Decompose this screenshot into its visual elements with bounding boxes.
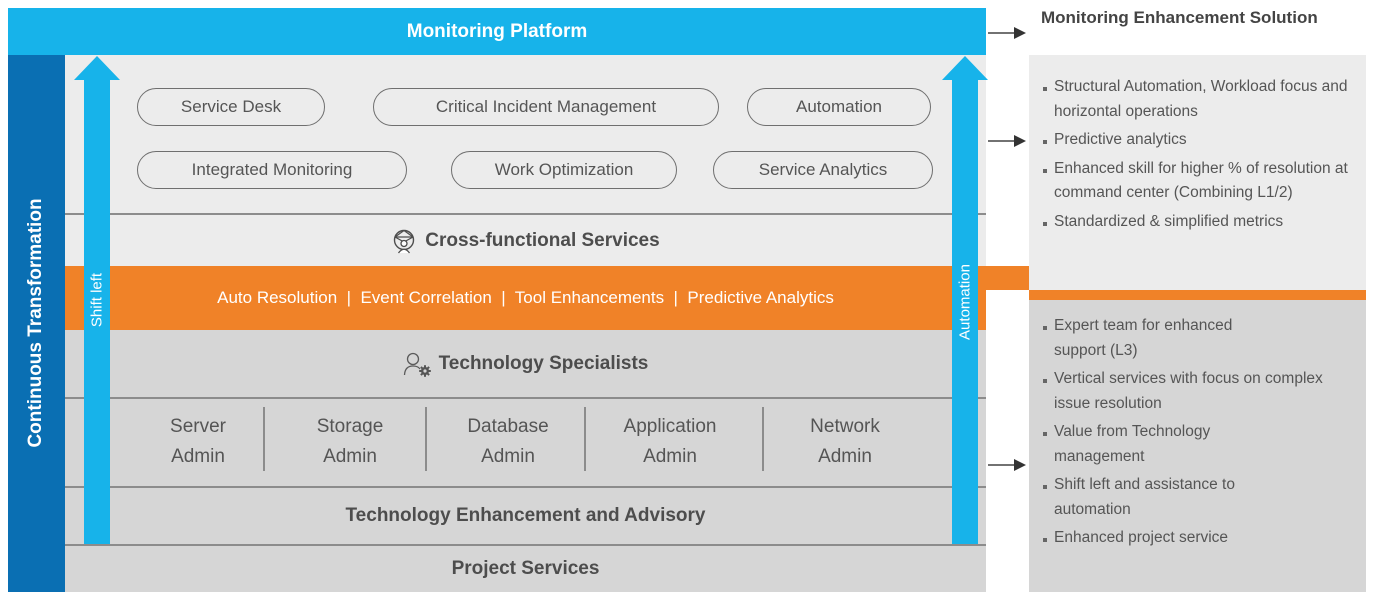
bullet-item: Structural Automation, Workload focus an… (1041, 75, 1359, 124)
technology-specialists-label: Technology Specialists (438, 352, 649, 374)
solution-top-panel: Structural Automation, Workload focus an… (1029, 55, 1366, 290)
arrow-right-icon (988, 27, 1026, 39)
admin-storage: Storage Admin (285, 407, 415, 477)
project-services-label: Project Services (451, 558, 600, 579)
admin-line2: Admin (481, 446, 535, 467)
bullet-item: Vertical services with focus on complex … (1041, 367, 1344, 416)
project-services-band: Project Services (65, 544, 986, 592)
pill-service-analytics: Service Analytics (713, 151, 933, 189)
cross-functional-band: Cross-functional Services (65, 213, 986, 266)
automation-arrow (942, 56, 988, 544)
admin-server: Server Admin (138, 407, 258, 477)
orange-capabilities-band: Auto Resolution | Event Correlation | To… (65, 266, 986, 330)
admin-line1: Application (623, 416, 717, 437)
arrow-right-icon (988, 459, 1026, 471)
admin-database: Database Admin (443, 407, 573, 477)
bullet-item: Predictive analytics (1041, 128, 1359, 153)
bullet-item: Expert team for enhanced support (L3) (1041, 314, 1281, 363)
admin-line1: Network (810, 416, 880, 437)
pill-critical-incident-management: Critical Incident Management (373, 88, 719, 126)
solution-orange-divider (1029, 290, 1366, 300)
admin-line1: Database (467, 416, 549, 437)
technology-specialists-band: Technology Specialists (65, 330, 986, 397)
continuous-transformation-bar (8, 55, 65, 592)
platform-header: Monitoring Platform (8, 8, 986, 55)
bullet-item: Standardized & simplified metrics (1041, 210, 1359, 235)
technology-enhancement-label: Technology Enhancement and Advisory (345, 505, 706, 526)
automation-label: Automation (956, 264, 974, 340)
continuous-transformation-label: Continuous Transformation (25, 198, 46, 448)
admin-divider (425, 407, 427, 471)
top-bullet-list: Structural Automation, Workload focus an… (1041, 75, 1359, 238)
admin-line1: Storage (316, 416, 384, 437)
pill-service-desk: Service Desk (137, 88, 325, 126)
bottom-bullet-list: Expert team for enhanced support (L3) Ve… (1041, 314, 1323, 555)
arrow-right-icon (988, 135, 1026, 147)
admin-application: Application Admin (595, 407, 745, 477)
bullet-item: Enhanced project service (1041, 526, 1281, 551)
capabilities-text: Auto Resolution | Event Correlation | To… (217, 288, 834, 307)
admin-line1: Server (170, 416, 226, 437)
shift-left-arrow (74, 56, 120, 544)
network-people-icon (391, 228, 417, 254)
shift-left-label: Shift left (88, 272, 106, 328)
pill-work-optimization: Work Optimization (451, 151, 677, 189)
platform-title: Monitoring Platform (406, 20, 588, 42)
pill-automation: Automation (747, 88, 931, 126)
admin-line2: Admin (323, 446, 377, 467)
cross-functional-services-label: Cross-functional Services (425, 229, 660, 251)
services-band: Service Desk Critical Incident Managemen… (65, 55, 986, 213)
admin-line2: Admin (171, 446, 225, 467)
solution-title: Monitoring Enhancement Solution (1041, 8, 1318, 27)
technology-enhancement-band: Technology Enhancement and Advisory (65, 486, 986, 544)
admin-divider (263, 407, 265, 471)
bullet-item: Shift left and assistance to automation (1041, 473, 1281, 522)
admin-band: Server Admin Storage Admin Database Admi… (65, 397, 986, 486)
admin-network: Network Admin (780, 407, 910, 477)
admin-divider (584, 407, 586, 471)
bullet-item: Enhanced skill for higher % of resolutio… (1041, 157, 1359, 206)
solution-bottom-panel: Expert team for enhanced support (L3) Ve… (1029, 300, 1366, 592)
admin-line2: Admin (643, 446, 697, 467)
person-gear-icon (403, 351, 433, 377)
admin-divider (762, 407, 764, 471)
admin-line2: Admin (818, 446, 872, 467)
pill-integrated-monitoring: Integrated Monitoring (137, 151, 407, 189)
orange-connector (986, 266, 1029, 290)
bullet-item: Value from Technology management (1041, 420, 1281, 469)
